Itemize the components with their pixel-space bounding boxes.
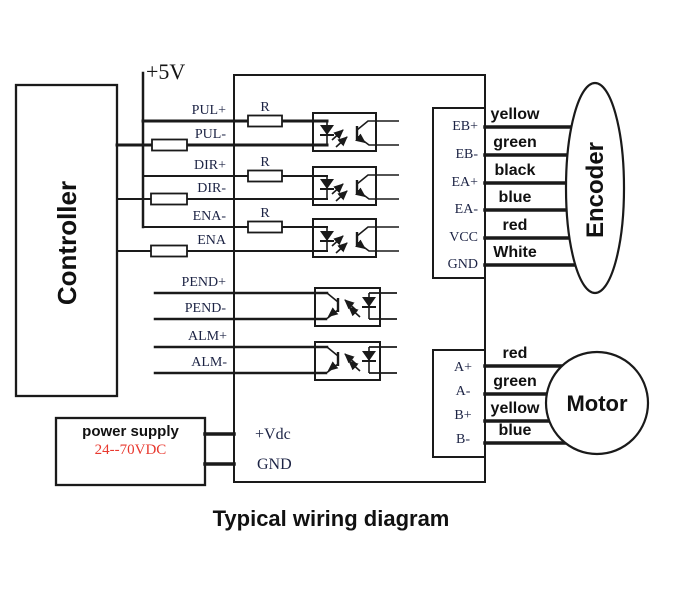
power-supply-voltage: 24--70VDC (94, 442, 167, 458)
encoder-connector-box (432, 107, 486, 279)
five-volt-label: +5V (146, 59, 186, 84)
signal-label-pend-plus: PEND+ (181, 275, 226, 290)
encoder-wire-label-blue: blue (498, 189, 532, 206)
resistor-ena-line (150, 244, 188, 258)
signal-label-alm-minus: ALM- (191, 355, 227, 370)
pin-label-a-minus: A- (455, 384, 471, 399)
optocoupler-alm (326, 346, 397, 374)
optocoupler-pul (320, 120, 399, 148)
resistors (150, 114, 283, 258)
encoder-label: Encoder (582, 141, 609, 239)
motor-connector-box (432, 349, 486, 458)
power-supply-name: power supply (82, 423, 179, 440)
motor-circle (544, 350, 650, 456)
motor-wire-label-red: red (502, 345, 528, 362)
encoder-wire-label-yellow: yellow (490, 106, 540, 123)
pin-label-ea-minus: EA- (454, 202, 478, 217)
motor-wire-label-blue: blue (498, 422, 532, 439)
controller-box (14, 83, 119, 398)
power-supply-box (54, 416, 207, 487)
diagram-title: Typical wiring diagram (212, 506, 450, 531)
resistor-pul (247, 114, 283, 128)
pin-label-eb-plus: EB+ (452, 119, 478, 134)
optocoupler-ena (320, 226, 399, 254)
motor-label: Motor (566, 391, 628, 416)
pin-label-gnd: GND (447, 257, 478, 272)
signal-label-pend-minus: PEND- (184, 301, 226, 316)
pin-label-ea-plus: EA+ (451, 175, 478, 190)
pin-label-vdc: +Vdc (255, 426, 291, 443)
encoder-wire-label-black: black (494, 162, 536, 179)
resistor-label-ena: R (260, 206, 270, 221)
signal-label-ena: ENA (197, 233, 226, 248)
pin-label-vcc: VCC (449, 230, 478, 245)
motor-wire-label-green: green (493, 373, 537, 390)
resistor-dir (247, 169, 283, 183)
encoder-wire-label-white: White (493, 244, 537, 261)
encoder-ellipse (564, 81, 626, 295)
pin-label-a-plus: A+ (453, 360, 472, 375)
signal-label-pul-minus: PUL- (194, 127, 226, 142)
motor-wire-label-yellow: yellow (490, 400, 540, 417)
resistor-pul-minus (151, 138, 188, 152)
signal-label-dir-minus: DIR- (197, 181, 226, 196)
optocoupler-pend (326, 292, 397, 320)
encoder-wire-label-green: green (493, 134, 537, 151)
pin-label-b-minus: B- (456, 432, 470, 447)
resistor-label-pul: R (260, 100, 270, 115)
signal-label-pul-plus: PUL+ (191, 103, 226, 118)
resistor-label-dir: R (260, 155, 270, 170)
optocoupler-dir (320, 174, 399, 202)
encoder-wire-label-red: red (502, 217, 528, 234)
pin-label-eb-minus: EB- (455, 147, 478, 162)
pin-label-b-plus: B+ (454, 408, 472, 423)
resistor-ena (247, 220, 283, 234)
signal-label-dir-plus: DIR+ (193, 158, 226, 173)
signal-label-ena-minus: ENA- (192, 209, 226, 224)
pin-label-power-gnd: GND (257, 456, 292, 473)
controller-label: Controller (52, 180, 82, 306)
signal-label-alm-plus: ALM+ (187, 329, 227, 344)
resistor-dir-minus (150, 192, 188, 206)
